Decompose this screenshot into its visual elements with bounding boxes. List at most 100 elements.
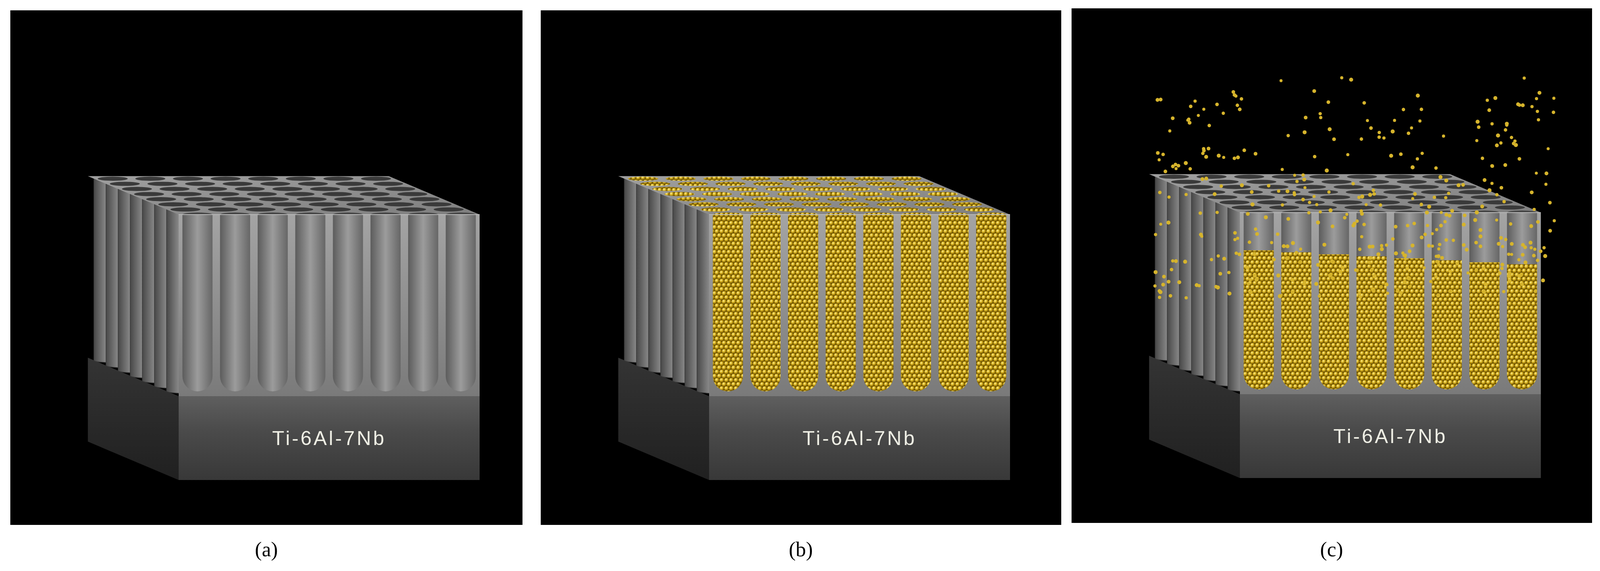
nanotube-opening	[373, 181, 404, 186]
released-particle	[1541, 278, 1546, 283]
released-particle	[1490, 181, 1494, 185]
released-particle	[1157, 158, 1161, 162]
released-particle	[1447, 191, 1451, 195]
nanotube-opening	[209, 191, 240, 196]
panel-background	[540, 10, 1062, 525]
nanotube-opening	[1306, 205, 1338, 210]
released-particle	[1236, 236, 1240, 240]
released-particle	[1159, 222, 1163, 226]
released-particle	[1207, 123, 1211, 128]
released-particle	[1476, 125, 1481, 130]
released-particle	[1233, 231, 1237, 235]
released-particle	[1456, 183, 1461, 187]
released-particle	[1239, 183, 1244, 187]
released-particle	[1439, 223, 1443, 228]
released-particle	[1292, 190, 1296, 195]
released-particle	[1362, 100, 1367, 105]
nanotube-opening	[323, 176, 354, 181]
nanotube-opening	[109, 181, 141, 186]
nanotube-opening	[765, 186, 796, 191]
nanotube-opening	[739, 191, 770, 196]
nanotube-opening	[676, 196, 707, 201]
loaded-spheres	[976, 214, 1007, 392]
released-particle	[1338, 269, 1343, 274]
released-particle	[1278, 293, 1282, 298]
released-particle	[1199, 232, 1203, 237]
released-particle	[1365, 119, 1369, 123]
released-particle	[1443, 195, 1448, 199]
released-particle	[1302, 177, 1307, 182]
released-particle	[1215, 285, 1220, 290]
nanotube-opening	[939, 196, 970, 201]
released-particle	[1501, 289, 1506, 294]
substrate-block: Ti-6Al-7Nb	[709, 395, 1011, 480]
nanotube-opening	[1246, 179, 1277, 184]
nanotube-opening	[260, 181, 291, 186]
released-particle	[1242, 148, 1246, 153]
released-particle	[1405, 266, 1410, 270]
nanotube-opening	[258, 196, 290, 201]
released-particle	[1393, 251, 1398, 256]
released-particle	[1161, 152, 1165, 157]
nanotube-opening	[1409, 184, 1440, 189]
released-particle	[1221, 111, 1225, 115]
nanotube-opening	[1195, 189, 1226, 194]
released-particle	[1276, 232, 1280, 236]
loaded-spheres	[1469, 262, 1500, 390]
released-particle	[1434, 165, 1439, 170]
released-particle	[1483, 282, 1488, 287]
nanotube-opening	[1245, 194, 1276, 199]
released-particle	[1330, 259, 1334, 264]
released-particle	[1218, 271, 1223, 276]
released-particle	[1360, 235, 1364, 239]
nanotube-opening	[1219, 200, 1250, 205]
released-particle	[1499, 235, 1503, 240]
released-particle	[1529, 246, 1533, 250]
nanotube-opening	[195, 202, 226, 207]
nanotube-opening	[421, 202, 452, 207]
released-particle	[1280, 203, 1284, 207]
nanotube-opening	[1271, 174, 1302, 179]
released-particle	[1518, 273, 1523, 278]
released-particle	[1291, 240, 1296, 245]
released-particle	[1319, 115, 1323, 120]
nanotube-opening	[1183, 184, 1214, 189]
nanotube-opening	[1419, 205, 1450, 210]
nanotube-opening	[903, 181, 934, 186]
nanotube-opening	[334, 196, 365, 201]
released-particle	[1503, 163, 1508, 168]
released-particle	[1247, 240, 1252, 244]
released-particle	[1187, 117, 1191, 122]
released-particle	[1487, 108, 1491, 112]
released-particle	[1327, 127, 1332, 132]
nanotube-opening	[776, 207, 807, 212]
released-particle	[1234, 251, 1238, 255]
released-particle	[1502, 199, 1506, 204]
nanotube-opening	[876, 202, 907, 207]
nanotube-cavity	[713, 214, 744, 392]
nanotube-cavity	[1281, 212, 1312, 390]
released-particle	[1478, 234, 1483, 239]
released-particle	[1380, 246, 1385, 251]
released-particle	[1389, 153, 1394, 158]
released-particle	[1370, 267, 1375, 272]
released-particle	[1474, 210, 1479, 214]
released-particle	[1423, 232, 1427, 236]
cut-edge	[178, 213, 480, 215]
nanotube-opening	[308, 202, 340, 207]
released-particle	[1482, 177, 1487, 182]
released-particle	[1330, 275, 1335, 280]
nanotube-opening	[1220, 184, 1252, 189]
released-particle	[1490, 122, 1494, 126]
released-particle	[1475, 138, 1479, 143]
nanotube-opening	[234, 186, 265, 191]
released-particle	[1503, 128, 1508, 132]
released-particle	[1357, 195, 1361, 199]
released-particle	[1444, 237, 1448, 242]
released-particle	[1312, 194, 1316, 198]
released-particle	[1312, 88, 1317, 93]
nanotube-opening	[1309, 174, 1340, 179]
released-particle	[1346, 152, 1350, 157]
released-particle	[1448, 269, 1453, 274]
released-particle	[1474, 240, 1478, 245]
